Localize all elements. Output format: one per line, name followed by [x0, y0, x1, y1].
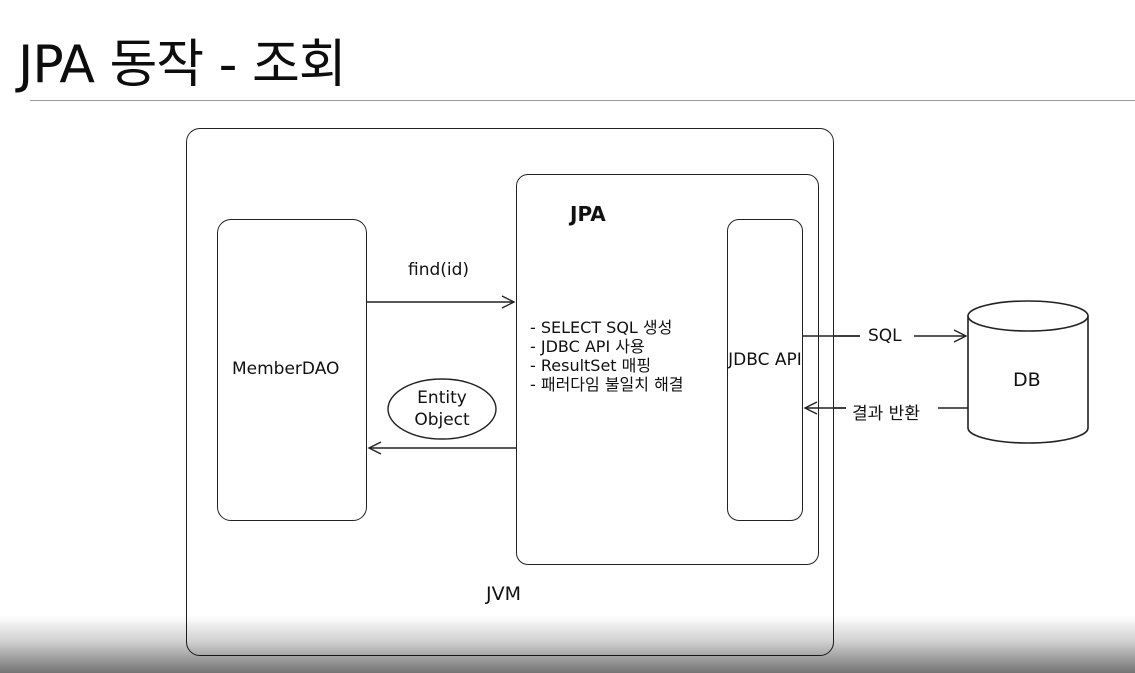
sql-label: SQL [868, 326, 902, 346]
page-title: JPA 동작 - 조회 [18, 35, 347, 95]
db-label: DB [1013, 369, 1041, 391]
jdbc-api-label: JDBC API [728, 350, 802, 370]
find-label: find(id) [408, 260, 470, 280]
jpa-operation-item: 패러다임 불일치 해결 [530, 375, 684, 394]
member-dao-label: MemberDAO [232, 359, 340, 379]
jpa-label: JPA [570, 202, 606, 226]
jpa-operation-item: JDBC API 사용 [530, 337, 684, 356]
jpa-operation-item: ResultSet 매핑 [530, 356, 684, 375]
entity-object-ellipse-top [387, 378, 497, 440]
find-arrow-head [367, 295, 516, 309]
return-arrow-head [367, 441, 516, 455]
result-label: 결과 반환 [852, 404, 920, 424]
jpa-operations-list: SELECT SQL 생성 JDBC API 사용 ResultSet 매핑 패… [530, 318, 684, 394]
result-arrow-head [803, 401, 846, 415]
member-dao-box [217, 219, 367, 521]
jvm-label: JVM [486, 583, 521, 605]
jdbc-api-box [727, 219, 803, 521]
db-cylinder-icon [967, 300, 1089, 444]
title-divider [30, 100, 1135, 101]
entity-object-label: Entity Object [414, 388, 470, 430]
jpa-operation-item: SELECT SQL 생성 [530, 318, 684, 337]
